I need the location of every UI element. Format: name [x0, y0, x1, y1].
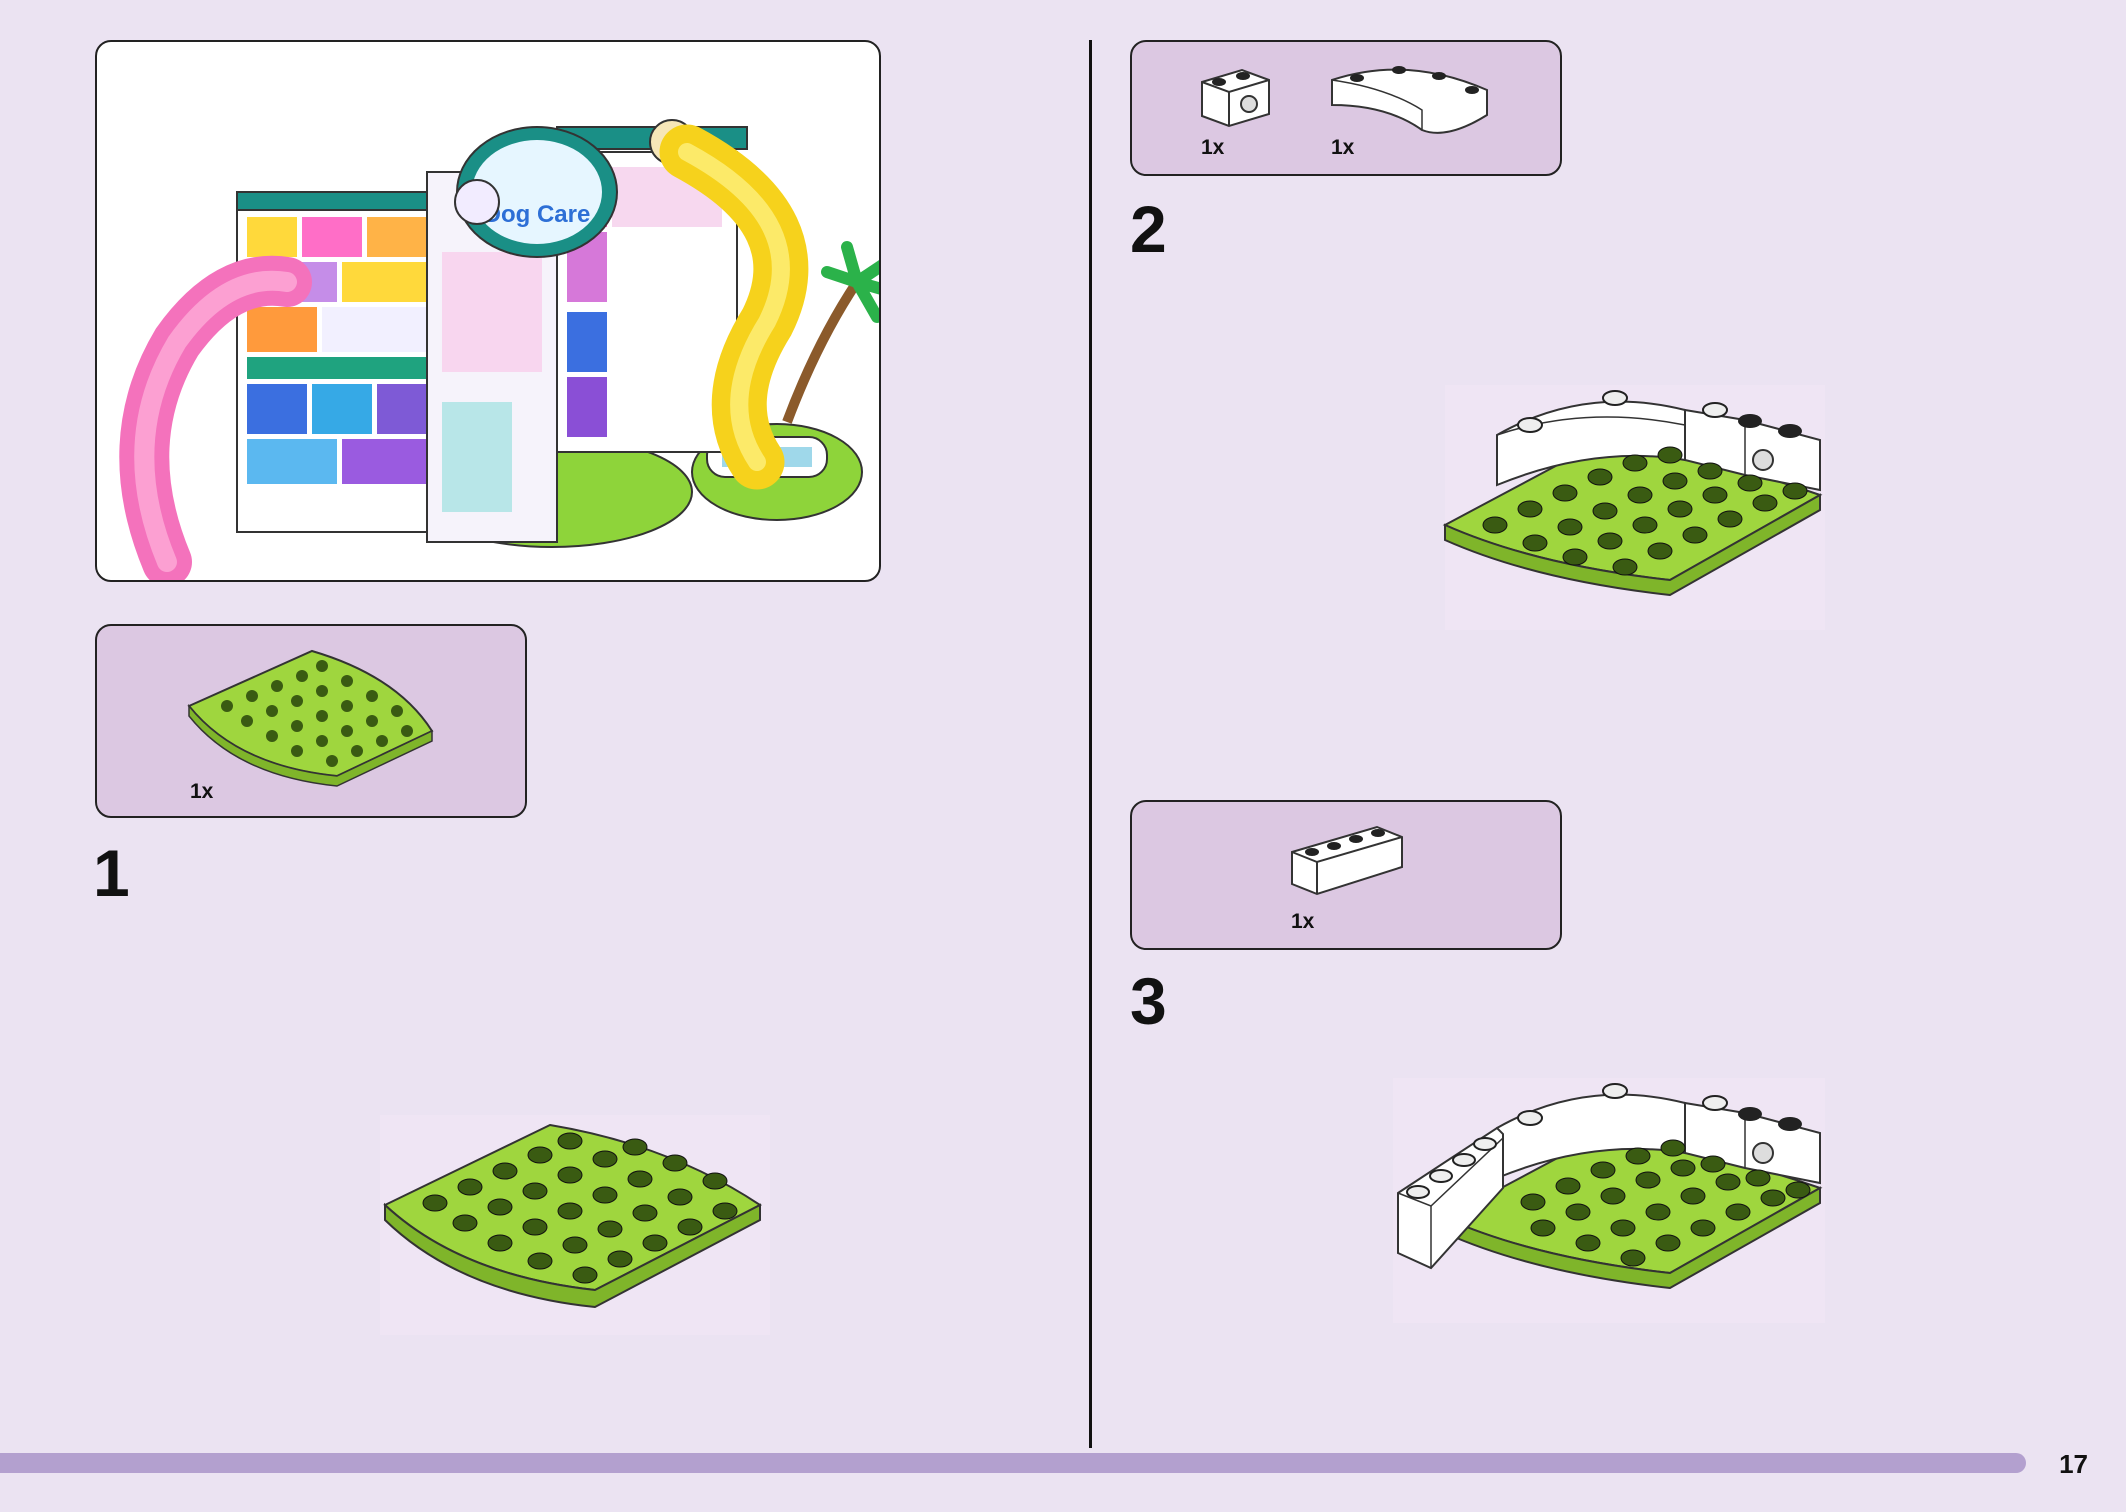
step-3-part-qty: 1x	[1291, 910, 1315, 933]
dog-care-building-illustration: Dog Care	[119, 119, 879, 580]
step-2-part-2-qty: 1x	[1331, 136, 1355, 159]
white-technic-brick-icon	[1201, 68, 1270, 128]
step-1-part-qty: 1x	[190, 780, 214, 803]
step-2-number: 2	[1130, 192, 1167, 266]
sign-text: Dog Care	[484, 201, 591, 228]
step-1-build-plate-illustration	[380, 1115, 770, 1335]
step-3-build-illustration	[1393, 1078, 1825, 1323]
step-2-parts-box: 1x 1x	[1130, 40, 1562, 176]
bottom-bar	[0, 1453, 2026, 1473]
step-3-parts-box: 1x	[1130, 800, 1562, 950]
step-2-part-1-qty: 1x	[1201, 136, 1225, 159]
page-divider	[1089, 40, 1092, 1448]
finished-model-preview: Dog Care	[95, 40, 881, 582]
white-1x4-brick-icon	[1291, 825, 1403, 896]
step-2-build-illustration	[1442, 385, 1825, 630]
page-number: 17	[2059, 1449, 2088, 1479]
step-1-number: 1	[93, 836, 130, 910]
white-curved-arch-brick-icon	[1331, 66, 1488, 134]
lime-quarter-round-plate-icon	[187, 649, 434, 787]
step-1-parts-box: 1x	[95, 624, 527, 818]
step-3-number: 3	[1130, 964, 1167, 1038]
